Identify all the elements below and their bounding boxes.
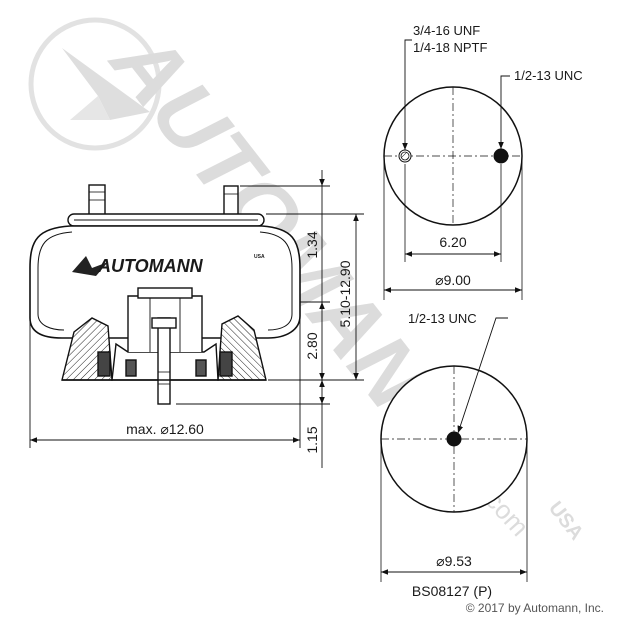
bottom-stud-thread-label: 1/2-13 UNC — [408, 311, 477, 326]
product-logo-suffix: USA — [254, 254, 265, 260]
dim-top-diameter: ⌀9.00 — [435, 272, 471, 288]
top-view — [383, 39, 523, 300]
dim-stud: 1.15 — [304, 426, 320, 453]
port-thread-label: 3/4-16 UNF — [413, 23, 480, 38]
rubber-bellow — [29, 225, 301, 339]
dim-height-range: 5.10-12.90 — [337, 260, 353, 327]
watermark-logo-icon — [28, 17, 162, 151]
product-logo-text: AUTOMANN — [97, 256, 204, 276]
air-port-icon — [398, 149, 412, 163]
port-thread-label-alt: 1/4-18 NPTF — [413, 40, 487, 55]
dim-max-diameter: max. ⌀12.60 — [126, 421, 204, 437]
side-view — [29, 184, 301, 405]
part-number: BS08127 (P) — [412, 583, 492, 599]
bottom-view — [380, 317, 528, 582]
dim-piston: 2.80 — [304, 332, 320, 359]
watermark-suffix: USA — [544, 498, 587, 545]
product-logo-icon — [72, 256, 108, 276]
top-stud-thread-label: 1/2-13 UNC — [514, 68, 583, 83]
copyright: © 2017 by Automann, Inc. — [466, 601, 604, 615]
center-stud — [157, 317, 171, 405]
dim-stud-spacing: 6.20 — [439, 234, 466, 250]
dim-top-plate: 1.34 — [304, 231, 320, 258]
stud-hole-icon — [493, 148, 509, 164]
dim-bottom-diameter: ⌀9.53 — [436, 553, 472, 569]
product-logo: AUTOMANN USA — [72, 254, 265, 276]
bottom-stud-hole-icon — [446, 431, 462, 447]
side-dimensions — [29, 170, 364, 468]
